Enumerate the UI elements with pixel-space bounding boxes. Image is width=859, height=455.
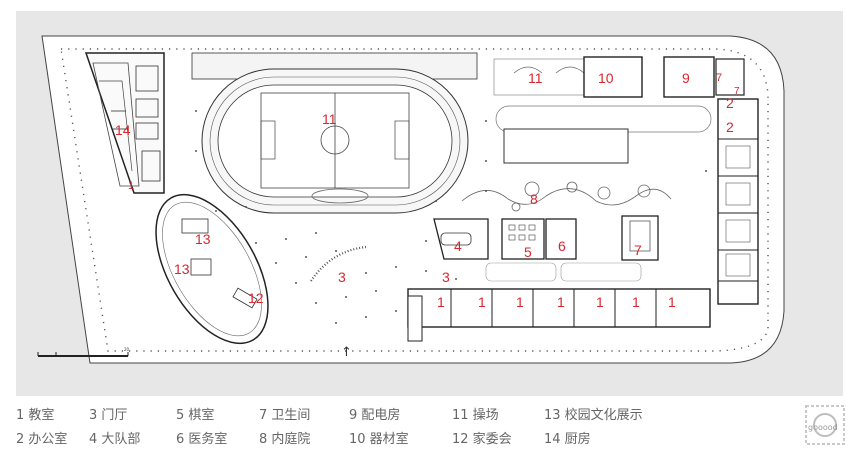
- kitchen-wing: [84, 52, 165, 194]
- room-9: [663, 56, 715, 98]
- room-label-playground: 11: [322, 111, 337, 127]
- legend-item-7: 7 卫生间: [259, 408, 311, 423]
- legend-item-2: 2 办公室: [16, 432, 68, 447]
- room-label-office-b: 2: [726, 119, 734, 135]
- legend-item-6: 6 医务室: [176, 432, 228, 447]
- floor-plan: 20 ↑ 11 11 10 9 7 7 2 2 14 1 8 13 13 12 …: [16, 11, 843, 396]
- room-labels: 11 11 10 9 7 7 2 2 14 1 8 13 13 12 4 5 6…: [115, 70, 740, 310]
- room-label-class-3: 1: [516, 294, 524, 310]
- room-label-display-b: 13: [174, 261, 190, 277]
- room-label-kitchen: 14: [115, 122, 131, 138]
- watermark-icon: gooood: [805, 405, 845, 445]
- right-classroom-wing: [717, 98, 759, 305]
- room-label-parents: 12: [248, 290, 264, 306]
- room-label-power: 9: [682, 70, 690, 86]
- legend-item-11: 11 操场: [452, 408, 499, 423]
- legend-item-12: 12 家委会: [452, 432, 512, 447]
- room-label-toilet-top2: 7: [734, 86, 740, 97]
- bottom-classroom-row: [407, 288, 711, 342]
- legend-item-3: 3 门厅: [89, 408, 128, 423]
- room-label-court: 11: [528, 70, 543, 86]
- column-grid: [195, 110, 707, 324]
- room-7-top: [715, 58, 745, 96]
- legend: 1 教室 2 办公室 3 门厅 4 大队部 5 棋室 6 医务室 7 卫生间 8…: [16, 404, 796, 452]
- watermark-logo: gooood: [800, 402, 850, 448]
- pond: [311, 188, 369, 204]
- foyer-arc: [310, 245, 367, 282]
- room-label-class-1: 1: [437, 294, 445, 310]
- scale-bar: [37, 352, 129, 357]
- room-label-class-2: 1: [478, 294, 486, 310]
- room-label-clinic: 6: [558, 238, 566, 254]
- room-label-office-a: 2: [726, 95, 734, 111]
- room-10: [583, 56, 643, 98]
- room-label-class-6: 1: [632, 294, 640, 310]
- legend-item-8: 8 内庭院: [259, 432, 311, 447]
- room-label-equipment: 10: [598, 70, 614, 86]
- legend-item-4: 4 大队部: [89, 432, 141, 447]
- room-label-foyer-b: 3: [442, 269, 450, 285]
- room-label-kitchen-1: 1: [128, 180, 134, 192]
- room-label-foyer-a: 3: [338, 269, 346, 285]
- room-label-toilet-top: 7: [716, 72, 722, 84]
- room-label-class-4: 1: [557, 294, 565, 310]
- running-track: [191, 52, 478, 214]
- room-label-chess: 5: [524, 244, 532, 260]
- oval-building: [155, 193, 269, 345]
- watermark-text: gooood: [808, 423, 838, 432]
- legend-item-13: 13 校园文化展示: [544, 408, 643, 423]
- room-label-toilet-c: 7: [634, 242, 642, 258]
- room-label-courtyard: 8: [530, 191, 538, 207]
- room-label-brigade: 4: [454, 238, 462, 254]
- central-rooms: [433, 215, 659, 282]
- room-label-class-7: 1: [668, 294, 676, 310]
- site-boundary-dots: [60, 48, 769, 352]
- legend-item-5: 5 棋室: [176, 408, 215, 423]
- room-label-display-a: 13: [195, 231, 211, 247]
- floor-plan-drawing: 20 ↑ 11 11 10 9 7 7 2 2 14 1 8 13 13 12 …: [37, 35, 785, 364]
- legend-item-1: 1 教室: [16, 408, 55, 423]
- legend-item-9: 9 配电房: [349, 408, 401, 423]
- legend-item-10: 10 器材室: [349, 432, 409, 447]
- entrance-arrow: ↑: [341, 345, 352, 360]
- legend-item-14: 14 厨房: [544, 432, 591, 447]
- scale-label: 20: [124, 347, 130, 352]
- room-label-class-5: 1: [596, 294, 604, 310]
- inner-courtyard: [461, 128, 672, 212]
